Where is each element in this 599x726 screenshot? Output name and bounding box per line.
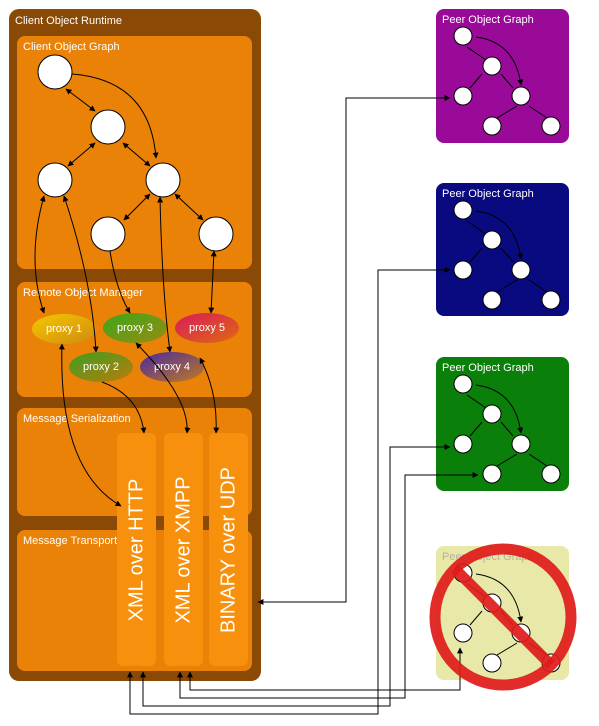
proxy-label: proxy 1 [46,323,82,335]
transport-title: Message Transport [23,535,118,547]
peer-graph-title: Peer Object Graph [442,188,534,200]
peer-graph-title: Peer Object Graph [442,14,534,26]
no-sign-icon [429,543,577,691]
proxy-label: proxy 3 [117,322,153,334]
proxy-label: proxy 2 [83,361,119,373]
proxy-label: proxy 5 [189,322,225,334]
peer-graph [454,375,560,483]
client-runtime-title: Client Object Runtime [15,15,122,27]
proxy-connectors [34,195,220,507]
client-graph-nodes [37,54,234,252]
peer-graph [453,26,561,136]
client-graph-title: Client Object Graph [23,41,120,53]
proxy-label: proxy 4 [154,361,190,373]
peer-graph-title: Peer Object Graph [442,362,534,374]
peer-graph [454,201,560,309]
client-graph-edges [65,73,204,221]
